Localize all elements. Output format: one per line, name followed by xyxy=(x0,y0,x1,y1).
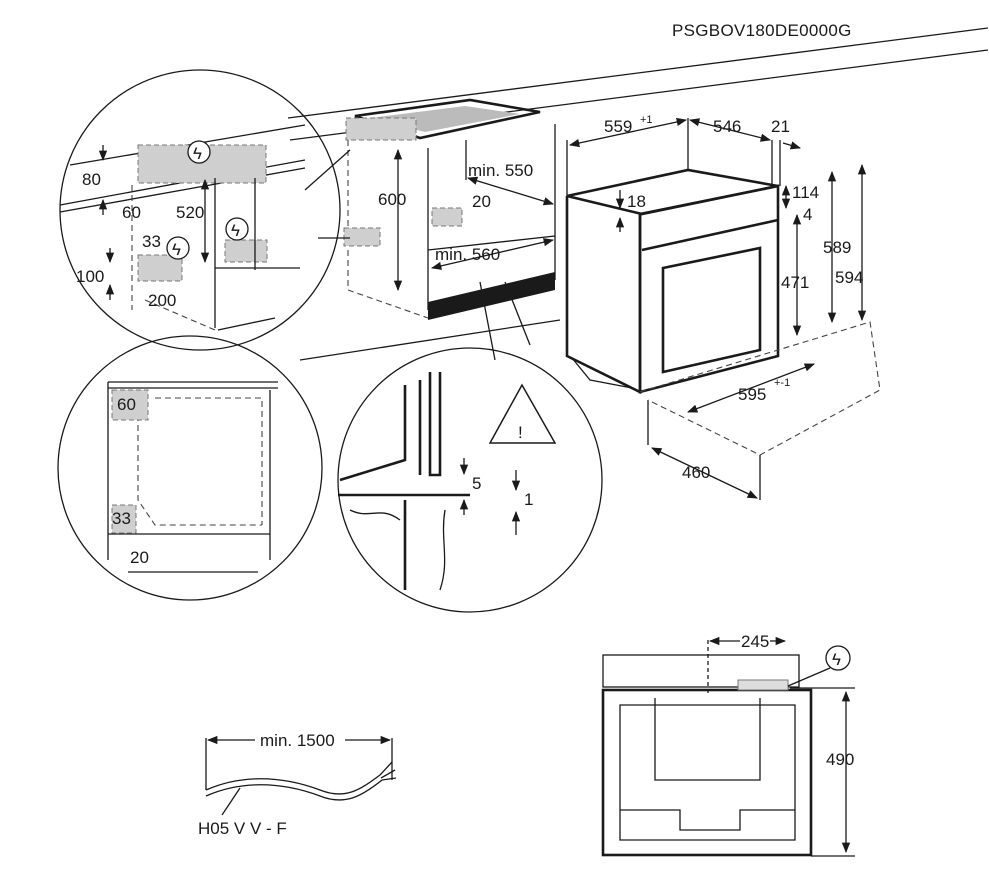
oven-front-view: 245 ϟ 490 xyxy=(601,632,855,857)
dim-595-tolerance: +-1 xyxy=(774,377,790,389)
warning-triangle-icon xyxy=(488,383,557,444)
power-cable: min. 1500 H05 V V - F xyxy=(198,731,397,838)
dim-33-vent: 33 xyxy=(112,509,131,528)
cabinet: 600 min. 550 20 min. 560 xyxy=(343,117,556,320)
dim-200: 200 xyxy=(148,291,176,310)
dim-589: 589 xyxy=(823,238,851,257)
detail-socket-position: ϟ ϟ ϟ 80 60 520 33 100 200 xyxy=(59,69,351,351)
dim-20-vent: 20 xyxy=(130,548,149,567)
svg-text:ϟ: ϟ xyxy=(832,650,841,669)
dim-520: 520 xyxy=(176,203,204,222)
dim-546: 546 xyxy=(713,117,741,136)
dim-460: 460 xyxy=(682,463,710,482)
dim-60: 60 xyxy=(122,203,141,222)
oven-3d: 559 +1 546 21 18 114 4 471 589 594 595 +… xyxy=(565,114,881,500)
lightning-circle-icon xyxy=(187,140,211,164)
model-code: PSGBOV180DE0000G xyxy=(672,21,852,40)
dim-min-550: min. 550 xyxy=(468,161,533,180)
detail-gap: ! 5 1 xyxy=(337,281,603,613)
lightning-circle-icon xyxy=(166,236,190,260)
dim-1: 1 xyxy=(524,490,533,509)
dim-471: 471 xyxy=(781,273,809,292)
dim-18: 18 xyxy=(627,192,646,211)
dim-600: 600 xyxy=(378,190,406,209)
dim-4: 4 xyxy=(803,205,812,224)
dim-490: 490 xyxy=(826,750,854,769)
cable-length: min. 1500 xyxy=(260,731,335,750)
dim-60-vent: 60 xyxy=(117,395,136,414)
cable-type: H05 V V - F xyxy=(198,819,287,838)
dim-80: 80 xyxy=(82,170,101,189)
dim-245: 245 xyxy=(741,632,769,651)
svg-text:ϟ: ϟ xyxy=(193,144,202,163)
dim-20: 20 xyxy=(472,192,491,211)
svg-text:ϟ: ϟ xyxy=(172,240,181,259)
dim-100: 100 xyxy=(76,267,104,286)
dim-114: 114 xyxy=(792,183,819,202)
dim-594: 594 xyxy=(835,268,863,287)
dim-21: 21 xyxy=(771,117,790,136)
svg-text:!: ! xyxy=(518,423,523,442)
lightning-circle-icon xyxy=(825,645,851,671)
lightning-circle-icon xyxy=(225,217,249,241)
dim-min-560: min. 560 xyxy=(435,245,500,264)
dim-559-tolerance: +1 xyxy=(640,114,653,126)
dim-559: 559 xyxy=(604,117,632,136)
dim-5: 5 xyxy=(472,474,481,493)
dim-33: 33 xyxy=(142,232,161,251)
svg-text:ϟ: ϟ xyxy=(231,221,240,240)
dim-595: 595 xyxy=(738,385,766,404)
detail-ventilation: 60 33 20 xyxy=(57,335,323,601)
